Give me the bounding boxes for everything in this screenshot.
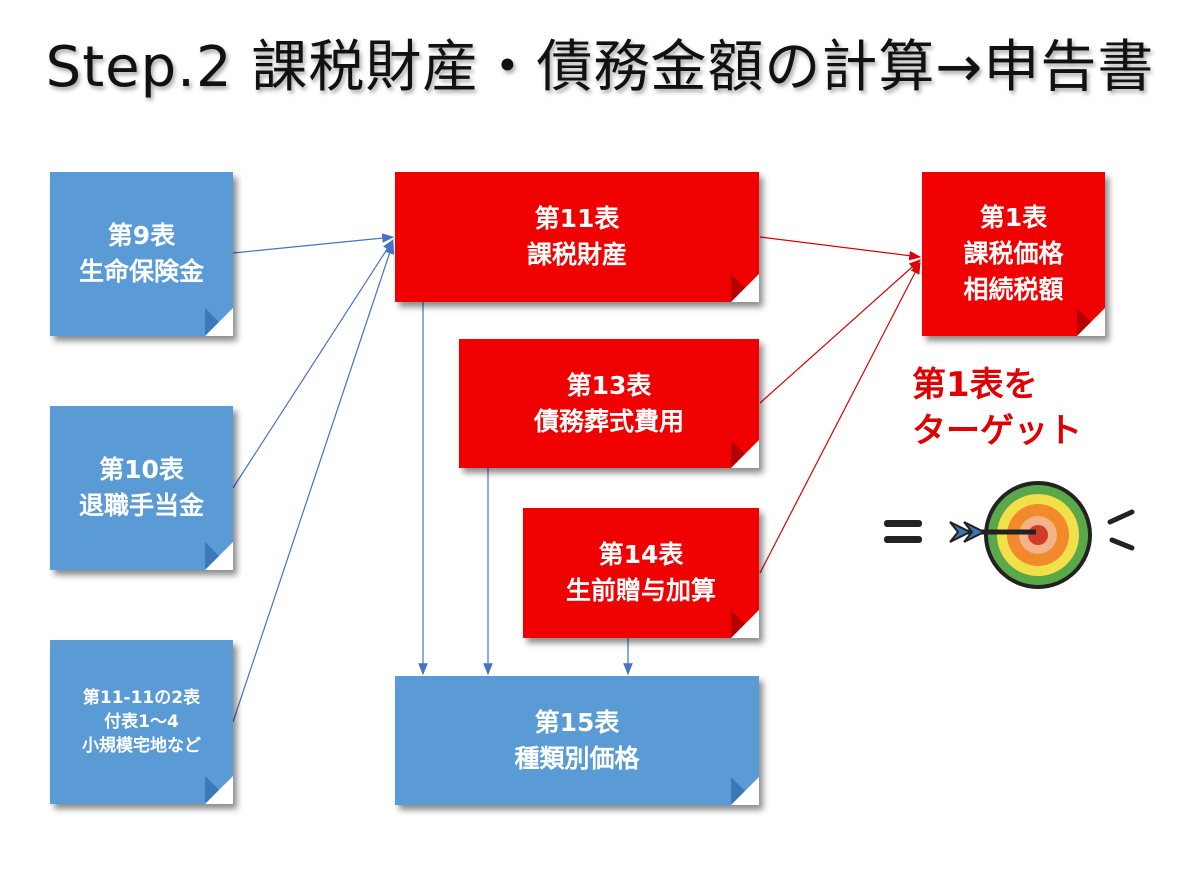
box-table-15: 第15表 種類別価格 (395, 676, 759, 805)
box-table-13-number: 第13表 (566, 370, 652, 400)
box-table-1: 第1表 課税価格 相続税額 (922, 172, 1105, 336)
target-label: 第1表を ターゲット (912, 362, 1112, 454)
box-table-9-label: 生命保険金 (78, 257, 204, 286)
box-table-10-number: 第10表 (99, 455, 184, 484)
box-table-1-label-2: 相続税額 (963, 275, 1064, 304)
box-table-11-11: 第11-11の2表 付表1～4 小規模宅地など (50, 640, 233, 804)
arrow-t14-to-t1 (759, 261, 921, 574)
target-icon (884, 481, 1135, 589)
box-table-9-number: 第9表 (107, 221, 176, 250)
box-table-1-label-1: 課税価格 (963, 239, 1064, 268)
arrow-t9-to-t11 (232, 233, 395, 254)
page-title: Step.2 課税財産・債務金額の計算→申告書 (45, 35, 1155, 100)
box-table-11-11-number: 第11-11の2表 (82, 688, 201, 708)
box-table-11-11-attach: 付表1～4 (104, 712, 179, 732)
box-table-11-number: 第11表 (534, 204, 620, 233)
box-table-11: 第11表 課税財産 (395, 172, 759, 302)
box-table-14-label: 生前贈与加算 (565, 576, 716, 605)
box-table-9: 第9表 生命保険金 (50, 172, 233, 336)
arrow-t13-to-t1 (759, 259, 921, 404)
box-table-15-number: 第15表 (534, 707, 620, 737)
box-table-13-label: 債務葬式費用 (533, 406, 684, 436)
box-table-14: 第14表 生前贈与加算 (523, 508, 759, 638)
box-table-11-11-label: 小規模宅地など (82, 736, 201, 756)
arrow-t11-11-to-t11 (232, 241, 395, 723)
box-table-14-number: 第14表 (598, 540, 684, 569)
box-table-11-label: 課税財産 (526, 240, 627, 269)
arrow-t10-to-t11 (232, 238, 394, 489)
box-table-13: 第13表 債務葬式費用 (459, 339, 759, 468)
box-table-15-label: 種類別価格 (514, 743, 640, 773)
target-label-line1: 第1表を (912, 365, 1038, 405)
box-table-1-number: 第1表 (979, 203, 1048, 232)
box-table-10: 第10表 退職手当金 (50, 406, 233, 570)
box-table-10-label: 退職手当金 (78, 491, 204, 520)
target-label-line2: ターゲット (912, 411, 1082, 451)
arrow-t11-to-t1 (759, 236, 922, 261)
